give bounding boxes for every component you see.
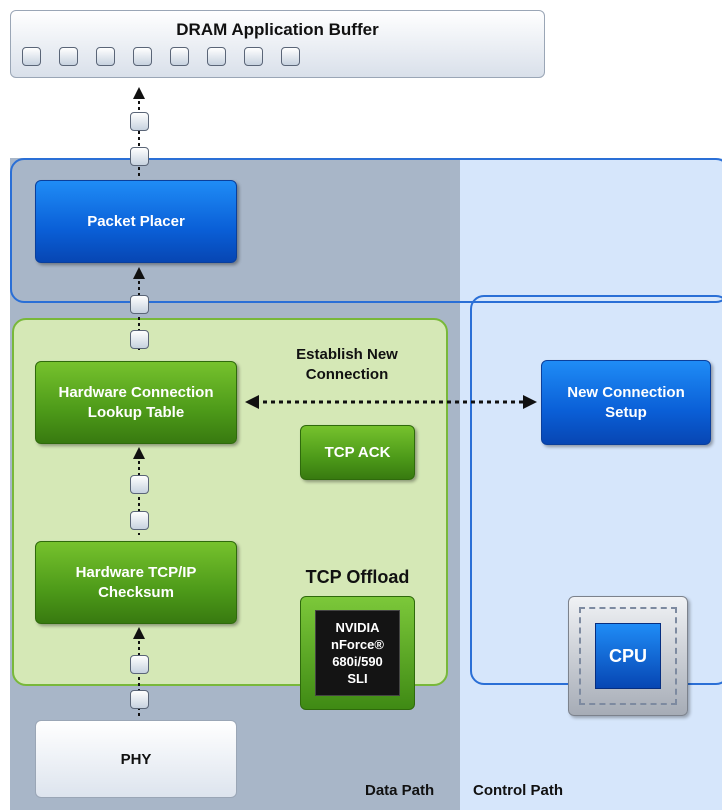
nvidia-chip-line4: SLI: [347, 671, 368, 686]
new-connection-label-line2: Setup: [605, 403, 647, 421]
establish-connection-label: Establish New Connection: [272, 345, 422, 385]
arrow-head-up: [133, 87, 145, 99]
phy-label: PHY: [120, 750, 152, 768]
packet-slot: [130, 511, 149, 530]
buffer-slot: [281, 47, 300, 66]
nvidia-chip-line2: nForce®: [331, 637, 384, 652]
nvidia-chip-line3: 680i/590: [332, 654, 383, 669]
new-connection-label-line1: New Connection: [567, 383, 685, 401]
arrow-head-up: [133, 627, 145, 639]
buffer-slot: [96, 47, 115, 66]
buffer-slot: [170, 47, 189, 66]
lookup-table-label-line2: Lookup Table: [87, 403, 185, 421]
buffer-slot: [244, 47, 263, 66]
establish-label-line2: Connection: [305, 366, 389, 383]
packet-placer-region: [10, 158, 722, 303]
packet-slot: [130, 475, 149, 494]
arrow-head-up: [133, 447, 145, 459]
cpu-chip: CPU: [568, 596, 688, 716]
buffer-slot: [59, 47, 78, 66]
phy-box: PHY: [35, 720, 237, 798]
packet-slot: [130, 147, 149, 166]
packet-slot: [130, 330, 149, 349]
data-path-label: Data Path: [365, 782, 435, 799]
packet-placer-label: Packet Placer: [87, 213, 185, 230]
tcp-ack-label: TCP ACK: [324, 443, 391, 461]
cpu-chip-core: CPU: [595, 623, 661, 689]
tcp-ack-box: TCP ACK: [300, 425, 415, 480]
dram-buffer-title: DRAM Application Buffer: [176, 20, 379, 39]
nvidia-chip-line1: NVIDIA: [335, 620, 380, 635]
packet-slot: [130, 112, 149, 131]
checksum-box: Hardware TCP/IP Checksum: [35, 541, 237, 624]
buffer-slot: [22, 47, 41, 66]
control-path-label: Control Path: [473, 782, 563, 799]
packet-slot: [130, 690, 149, 709]
buffer-slot: [133, 47, 152, 66]
checksum-label-line2: Checksum: [98, 583, 174, 601]
new-connection-setup-box: New Connection Setup: [541, 360, 711, 445]
tcp-offload-label: TCP Offload: [305, 567, 410, 587]
packet-slot: [130, 655, 149, 674]
packet-placer-box: Packet Placer: [35, 180, 237, 263]
checksum-label-line1: Hardware TCP/IP: [75, 563, 197, 581]
nvidia-chip: NVIDIA nForce® 680i/590 SLI: [300, 596, 415, 710]
nvidia-chip-core: NVIDIA nForce® 680i/590 SLI: [315, 610, 400, 696]
dram-application-buffer: [10, 10, 545, 78]
lookup-table-box: Hardware Connection Lookup Table: [35, 361, 237, 444]
cpu-label: CPU: [608, 645, 647, 666]
lookup-table-label-line1: Hardware Connection: [58, 383, 214, 401]
arrow-head-right: [523, 395, 537, 409]
establish-label-line1: Establish New: [296, 346, 398, 363]
packet-slot: [130, 295, 149, 314]
buffer-slot: [207, 47, 226, 66]
arrow-head-up: [133, 267, 145, 279]
cpu-chip-pins: CPU: [579, 607, 677, 705]
arrow-head-left: [245, 395, 259, 409]
